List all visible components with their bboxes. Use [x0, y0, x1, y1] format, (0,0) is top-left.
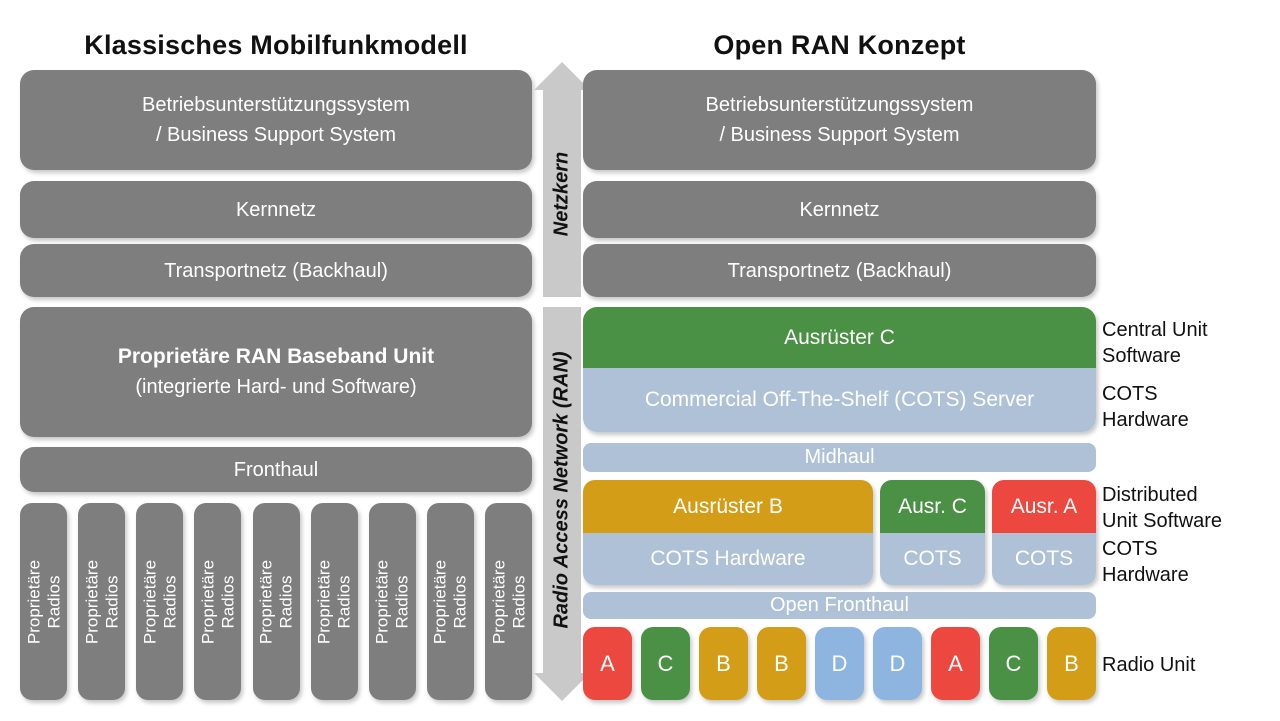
du-hardware-box: COTS: [880, 533, 985, 585]
annotation-cots-hardware-bottom: COTS Hardware: [1102, 538, 1189, 587]
radio-label: Proprietäre Radios: [372, 559, 412, 644]
radio-label: Proprietäre Radios: [314, 559, 354, 644]
left-bss-box: Betriebsunterstützungssystem / Business …: [20, 70, 532, 170]
radio-unit-box: C: [989, 627, 1038, 700]
proprietary-radio-box: Proprietäre Radios: [78, 503, 126, 700]
radio-label: Proprietäre Radios: [23, 559, 63, 644]
right-bss-box: Betriebsunterstützungssystem / Business …: [583, 70, 1096, 170]
proprietary-radio-box: Proprietäre Radios: [368, 503, 416, 700]
proprietary-radio-box: Proprietäre Radios: [485, 503, 532, 700]
right-column-title: Open RAN Konzept: [713, 30, 966, 60]
du-vendor-box: Ausr. C: [880, 480, 985, 533]
distributed-unit-row: Ausrüster B COTS Hardware Ausr. C COTS A…: [583, 480, 1096, 585]
annotation-cots-hardware-top: COTS Hardware: [1102, 383, 1189, 432]
radio-unit-box: D: [815, 627, 864, 700]
open-fronthaul-bar: Open Fronthaul: [583, 592, 1096, 619]
left-transportnetz-box: Transportnetz (Backhaul): [20, 244, 532, 297]
midhaul-bar: Midhaul: [583, 443, 1096, 472]
axis-netzkern-band: Netzkern: [543, 90, 581, 297]
radio-label: Proprietäre Radios: [256, 559, 295, 644]
proprietary-radios-row: Proprietäre Radios Proprietäre Radios Pr…: [20, 503, 532, 700]
annotation-distributed-unit-software: Distributed Unit Software: [1102, 484, 1223, 533]
left-baseband-box: Proprietäre RAN Baseband Unit (integrier…: [20, 307, 532, 437]
proprietary-radio-box: Proprietäre Radios: [136, 503, 184, 700]
du-hardware-box: COTS: [992, 533, 1096, 585]
central-unit-stack: Ausrüster C Commercial Off-The-Shelf (CO…: [583, 307, 1096, 432]
right-transportnetz-box: Transportnetz (Backhaul): [583, 244, 1096, 297]
annotation-radio-unit: Radio Unit: [1102, 654, 1196, 676]
radio-label: Proprietäre Radios: [198, 559, 237, 644]
baseband-title: Proprietäre RAN Baseband Unit: [117, 345, 435, 369]
radio-unit-box: B: [757, 627, 806, 700]
radio-unit-box: C: [641, 627, 690, 700]
proprietary-radio-box: Proprietäre Radios: [20, 503, 67, 700]
du-hardware-box: COTS Hardware: [583, 533, 873, 585]
proprietary-radio-box: Proprietäre Radios: [426, 503, 474, 700]
radio-unit-box: D: [873, 627, 922, 700]
left-kernnetz-box: Kernnetz: [20, 181, 532, 238]
left-fronthaul-box: Fronthaul: [20, 447, 532, 492]
radio-unit-box: A: [931, 627, 980, 700]
proprietary-radio-box: Proprietäre Radios: [194, 503, 242, 700]
axis-arrowhead-up: [534, 62, 590, 90]
radio-label: Proprietäre Radios: [82, 559, 121, 644]
baseband-subtitle: (integrierte Hard- und Software): [135, 375, 417, 398]
du-stack-vendor-c: Ausr. C COTS: [880, 480, 985, 585]
axis-ran-band: Radio Access Network (RAN): [543, 307, 581, 673]
netzkern-label: Netzkern: [550, 151, 573, 236]
ran-label: Radio Access Network (RAN): [550, 351, 573, 629]
annotation-central-unit-software: Central Unit Software: [1102, 319, 1208, 368]
radio-unit-box: B: [699, 627, 748, 700]
du-vendor-box: Ausr. A: [992, 480, 1096, 533]
radio-unit-box: A: [583, 627, 632, 700]
radio-unit-box: B: [1047, 627, 1096, 700]
cots-server-box: Commercial Off-The-Shelf (COTS) Server: [583, 368, 1096, 432]
radio-unit-row: A C B B D D A C B: [583, 627, 1096, 700]
left-column-title: Klassisches Mobilfunkmodell: [84, 30, 468, 60]
central-unit-vendor-box: Ausrüster C: [583, 307, 1096, 368]
du-stack-vendor-b: Ausrüster B COTS Hardware: [583, 480, 873, 585]
axis-arrowhead-down: [534, 673, 590, 701]
du-vendor-box: Ausrüster B: [583, 480, 873, 533]
du-stack-vendor-a: Ausr. A COTS: [992, 480, 1096, 585]
right-kernnetz-box: Kernnetz: [583, 181, 1096, 238]
proprietary-radio-box: Proprietäre Radios: [310, 503, 358, 700]
proprietary-radio-box: Proprietäre Radios: [252, 503, 300, 700]
radio-label: Proprietäre Radios: [140, 559, 179, 644]
radio-label: Proprietäre Radios: [430, 559, 470, 644]
radio-label: Proprietäre Radios: [488, 559, 528, 644]
